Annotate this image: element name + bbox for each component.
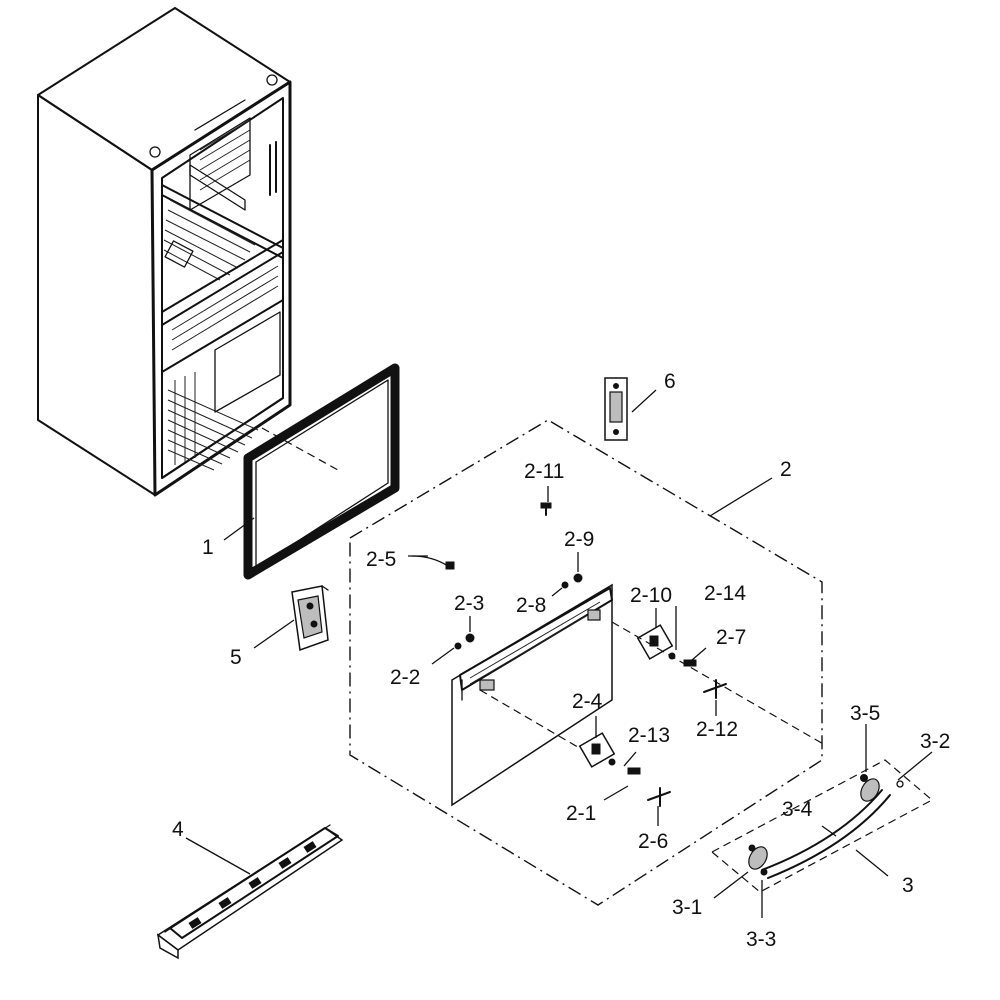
leader-lines: [185, 389, 933, 918]
door-assembly-outline: [349, 419, 823, 906]
callout-6: 6: [664, 370, 676, 393]
refrigerator-cabinet: [37, 7, 292, 497]
callout-2-8: 2-8: [516, 594, 546, 617]
callout-2-11: 2-11: [524, 460, 564, 483]
callout-2-4: 2-4: [572, 690, 603, 713]
callout-2-1: 2-1: [566, 802, 596, 825]
callout-2-9: 2-9: [564, 528, 594, 551]
callout-3-2: 3-2: [920, 730, 950, 753]
callout-3-1: 3-1: [672, 896, 702, 919]
callout-2-12: 2-12: [696, 718, 738, 741]
callout-4: 4: [172, 818, 184, 841]
drawer-bin: [156, 824, 344, 960]
callout-1: 1: [202, 536, 214, 559]
callout-3-4: 3-4: [782, 798, 813, 821]
callout-2-7: 2-7: [716, 626, 746, 649]
callout-3: 3: [902, 874, 914, 897]
handle-assembly: [710, 759, 934, 893]
callout-2-2: 2-2: [390, 666, 420, 689]
door-hardware: [411, 502, 826, 807]
callout-2-5: 2-5: [366, 548, 396, 571]
callout-2-6: 2-6: [638, 830, 668, 853]
door-gasket: [243, 363, 400, 580]
callout-3-3: 3-3: [746, 928, 776, 951]
callout-2-10: 2-10: [630, 584, 672, 607]
callout-2: 2: [780, 458, 792, 481]
callout-2-13: 2-13: [628, 724, 670, 747]
callout-labels: 1 2 2-1 2-2 2-3 2-4 2-5 2-6 2-7 2-8 2-9 …: [172, 370, 950, 951]
lower-hinge: [291, 585, 329, 652]
callout-5: 5: [230, 646, 242, 669]
callout-2-14: 2-14: [704, 582, 746, 605]
callout-2-3: 2-3: [454, 592, 484, 615]
upper-bracket: [604, 377, 628, 441]
callout-3-5: 3-5: [850, 702, 880, 725]
door-panel: [451, 583, 613, 807]
